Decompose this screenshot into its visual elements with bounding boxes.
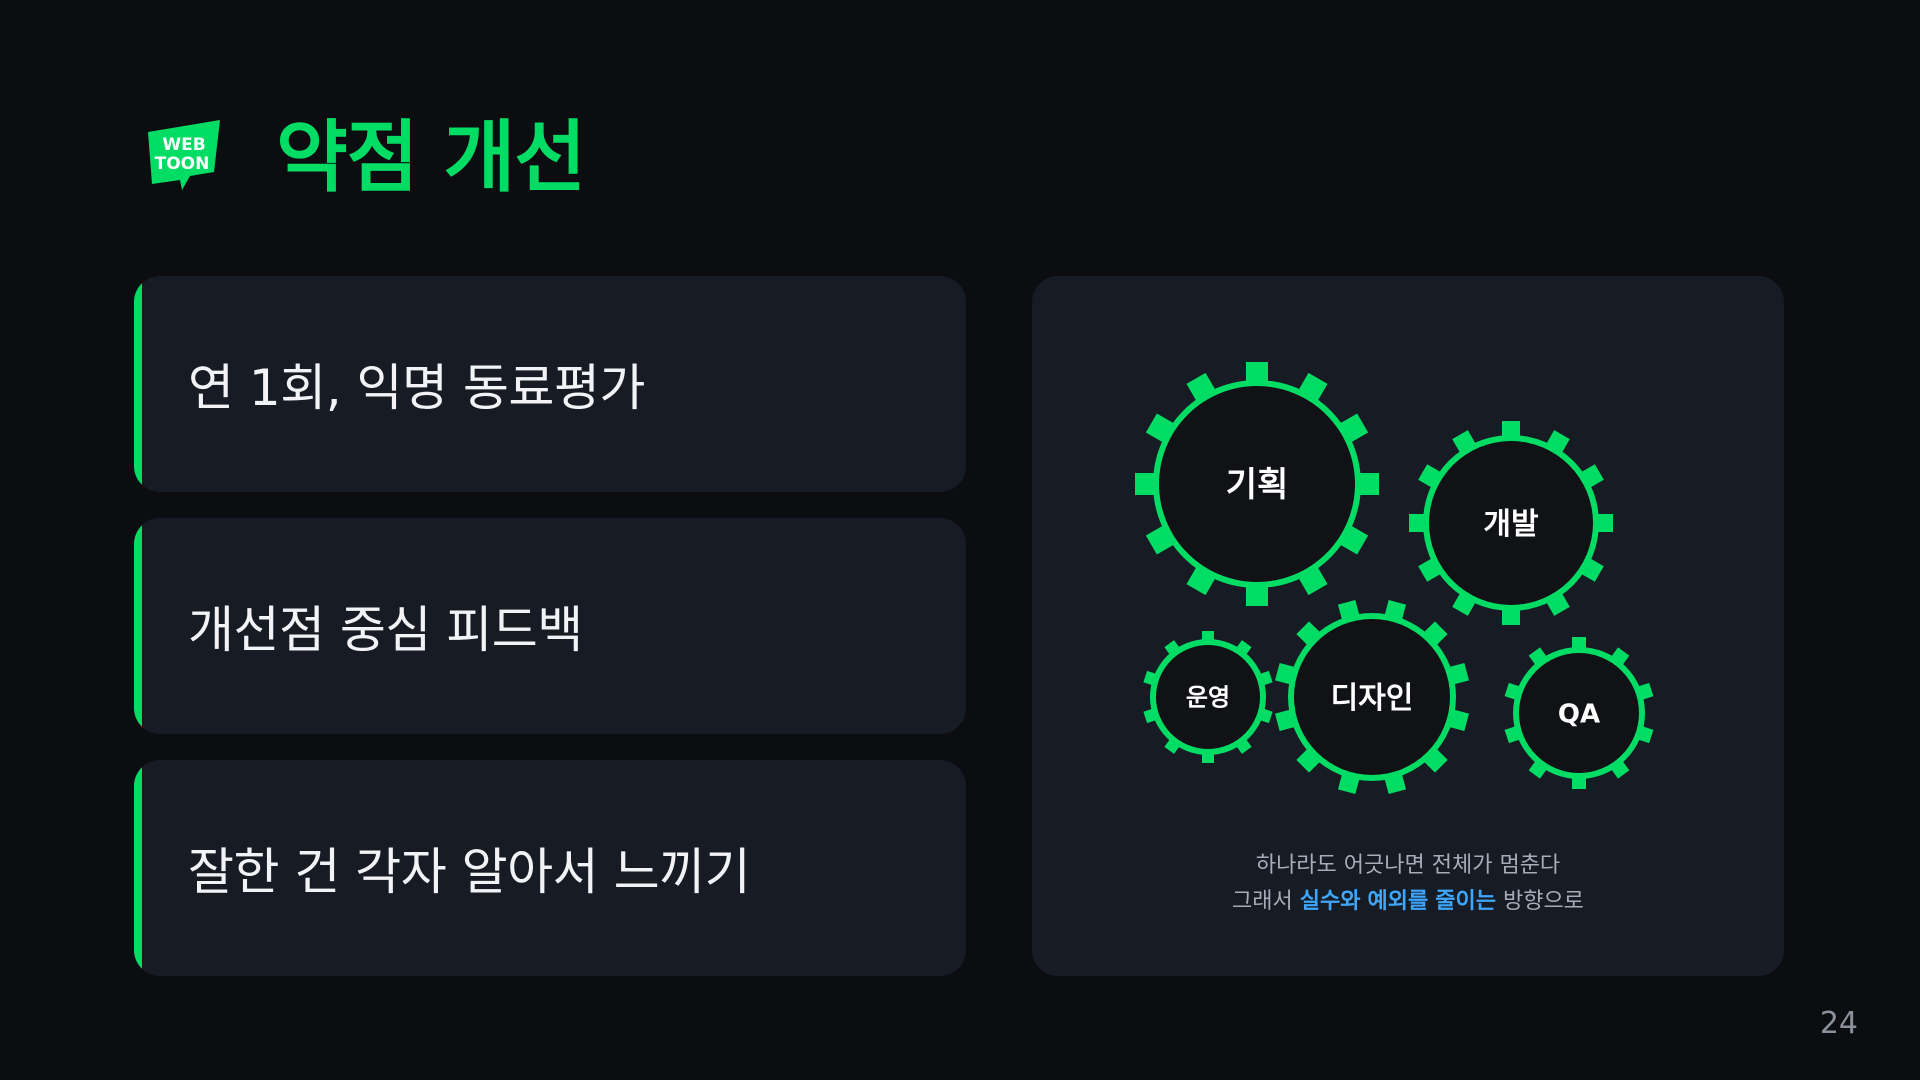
caption-highlight-mistakes: 실수와 xyxy=(1299,889,1361,914)
page-title: 약점 개선 xyxy=(276,113,586,203)
caption-highlight-reduce: 줄이는 xyxy=(1435,889,1496,914)
gear-body xyxy=(1159,386,1355,582)
card-peer-review: 연 1회, 익명 동료평가 xyxy=(134,276,966,492)
card-improvement-feedback: 개선점 중심 피드백 xyxy=(134,518,966,734)
logo-text-web: WEB xyxy=(162,135,205,155)
card-text: 연 1회, 익명 동료평가 xyxy=(188,359,645,417)
gear-3: 운영 xyxy=(1143,631,1273,763)
gear-label: 디자인 xyxy=(1331,681,1414,716)
caption-space xyxy=(1361,889,1368,914)
caption-suffix: 방향으로 xyxy=(1495,889,1584,914)
gear-body xyxy=(1156,645,1260,749)
caption-highlight-exceptions: 예외를 xyxy=(1367,889,1429,914)
page-number: 24 xyxy=(1819,1006,1858,1041)
gear-label: 운영 xyxy=(1186,684,1230,712)
webtoon-logo: WEB TOON xyxy=(142,118,226,198)
gear-1: 기획 xyxy=(1135,362,1379,606)
caption-line-1: 하나라도 어긋나면 전체가 멈춘다 xyxy=(1255,853,1561,878)
logo-text-toon: TOON xyxy=(155,154,210,174)
gear-body xyxy=(1519,653,1639,773)
gear-label: 기획 xyxy=(1226,465,1289,505)
gear-label: 개발 xyxy=(1483,507,1539,542)
card-self-recognition: 잘한 건 각자 알아서 느끼기 xyxy=(134,760,966,976)
card-text: 개선점 중심 피드백 xyxy=(188,601,583,659)
gear-2: 개발 xyxy=(1409,421,1613,625)
gear-body xyxy=(1429,441,1593,605)
caption-prefix: 그래서 xyxy=(1232,889,1300,914)
gear-4: 디자인 xyxy=(1275,600,1469,794)
gear-5: QA xyxy=(1504,637,1654,789)
gear-body xyxy=(1294,619,1450,775)
card-text: 잘한 건 각자 알아서 느끼기 xyxy=(188,843,751,901)
caption-line-2: 그래서 실수와 예외를 줄이는 방향으로 xyxy=(1032,884,1784,920)
gear-label: QA xyxy=(1558,699,1600,729)
